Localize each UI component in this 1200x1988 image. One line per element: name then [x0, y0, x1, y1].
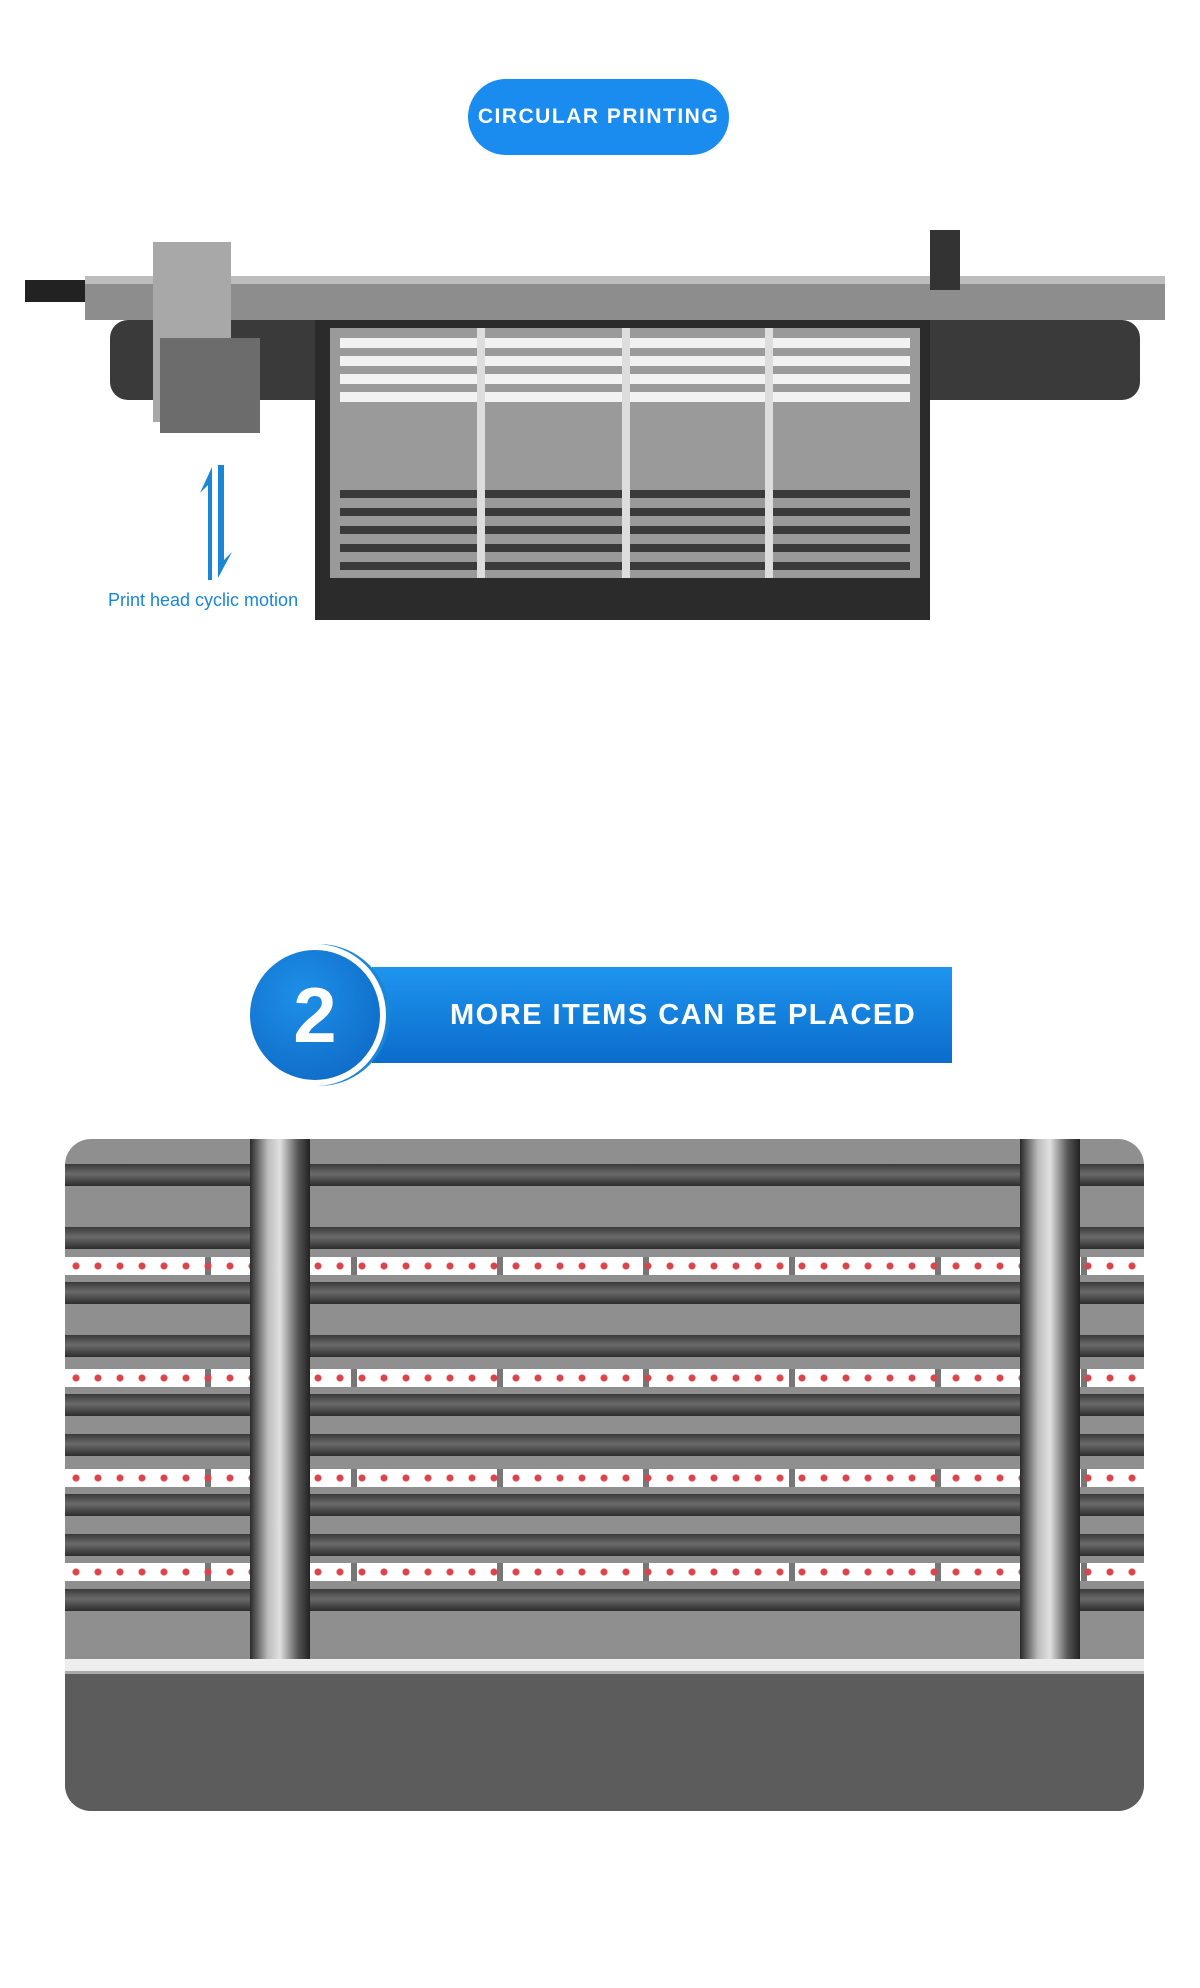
- section-title-banner: MORE ITEMS CAN BE PLACED: [372, 967, 952, 1063]
- up-down-arrow-icon: [200, 465, 232, 580]
- section-number-badge: 2: [244, 944, 386, 1086]
- roller-bed-closeup-image: [65, 1139, 1144, 1811]
- section-title-circular-printing: CIRCULAR PRINTING: [468, 79, 729, 155]
- printer-top-view-image: [25, 230, 1165, 620]
- section-title-more-items: MORE ITEMS CAN BE PLACED: [450, 998, 917, 1031]
- print-head-motion-label: Print head cyclic motion: [108, 590, 299, 610]
